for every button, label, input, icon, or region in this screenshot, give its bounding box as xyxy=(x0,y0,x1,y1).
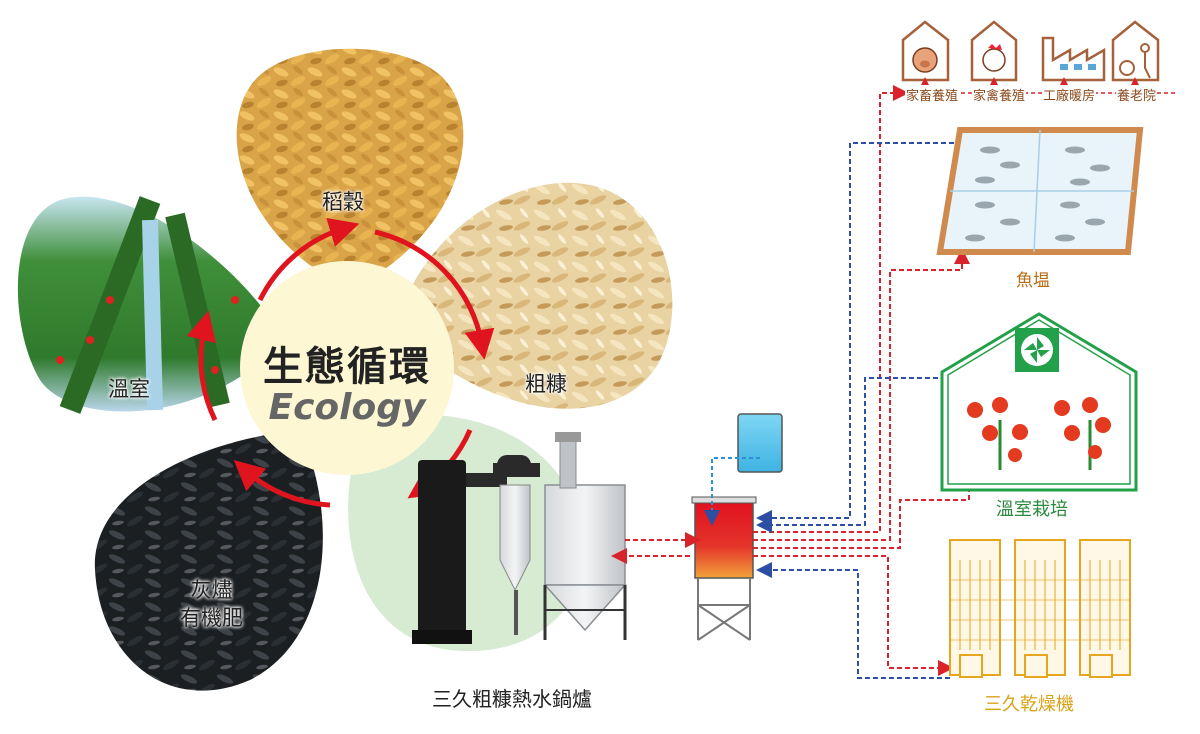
water-supply-line xyxy=(704,457,760,526)
ecology-circle xyxy=(240,261,454,475)
ash-fertilizer-label: 灰燼 有機肥 xyxy=(180,578,243,630)
boiler-label: 三久粗糠熱水鍋爐 xyxy=(432,687,592,711)
ecology-title: 生態循環 xyxy=(263,344,431,390)
grain-label: 稻穀 xyxy=(322,190,364,214)
fish-pond xyxy=(936,127,1144,255)
nursing-home-label: 養老院 xyxy=(1116,85,1158,104)
destination-houses xyxy=(901,20,1160,82)
dryer-units xyxy=(949,539,1131,678)
rice-husk-boiler xyxy=(412,432,627,644)
ash-petal xyxy=(94,430,323,691)
poultry-label: 家禽養殖 xyxy=(972,85,1027,104)
grain-petal xyxy=(236,48,464,290)
livestock-label: 家畜養殖 xyxy=(905,85,960,104)
dryer-label: 三久乾燥機 xyxy=(984,694,1074,715)
elderly-icon xyxy=(1119,43,1151,79)
cycle-arrows xyxy=(186,217,495,508)
fan-icon xyxy=(1015,328,1059,372)
tomato-plants-icon xyxy=(967,397,1111,470)
factory-label: 工廠暖房 xyxy=(1042,85,1097,104)
factory-icon xyxy=(1060,64,1096,70)
return-water-lines xyxy=(756,142,970,679)
dryer-grid xyxy=(950,560,1130,650)
fishpond-label: 魚塭 xyxy=(1016,271,1050,291)
hot-water-lines xyxy=(611,85,977,676)
chicken-icon xyxy=(982,44,1006,72)
ecology-subtitle: Ecology xyxy=(268,387,426,428)
pig-icon xyxy=(912,47,938,73)
hot-water-tank xyxy=(691,496,757,641)
cold-water-tank xyxy=(737,413,783,473)
greenhouse-label: 溫室 xyxy=(108,377,150,401)
greenhouse-cultivation-label: 溫室栽培 xyxy=(996,499,1068,520)
husk-label: 粗糠 xyxy=(525,372,567,396)
husk-petal xyxy=(395,182,673,409)
